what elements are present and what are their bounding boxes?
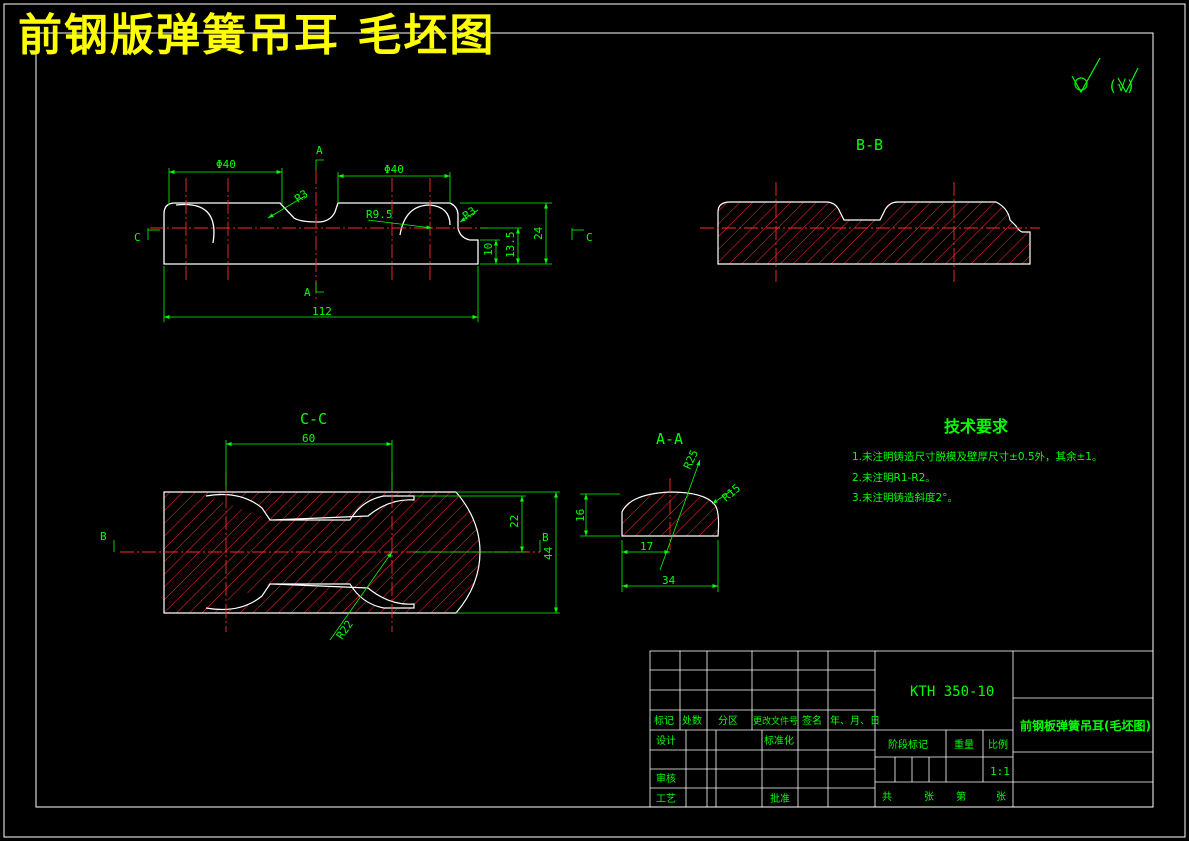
- dim-44: 44: [542, 546, 555, 560]
- cc-section-shape: [163, 491, 481, 614]
- dim-112: 112: [312, 305, 332, 318]
- tb-role-process: 工艺: [656, 793, 676, 805]
- dim-r9-5: R9.5: [366, 208, 393, 221]
- top-view: Φ40 Φ40 112 R3 R9.5 R3 24 13.5 10 A A C …: [134, 144, 593, 322]
- tb-stage-mark: 阶段标记: [888, 738, 928, 751]
- dim-13-5: 13.5: [504, 232, 517, 259]
- cut-label-b-left: B: [100, 530, 107, 543]
- cc-section-view: C-C 60 44 22 R22 B B: [100, 410, 560, 642]
- dim-phi40-left: Φ40: [216, 158, 236, 171]
- tech-requirements: 技术要求 1.未注明铸造尺寸脱模及壁厚尺寸±0.5外，其余±1。 2.未注明R1…: [852, 417, 1103, 504]
- inner-frame: [35, 32, 1154, 808]
- tb-material: KTH 350-10: [910, 684, 994, 700]
- outer-frame: [3, 3, 1186, 838]
- cc-slot-bottom: [205, 583, 415, 611]
- cc-slot-top: [205, 493, 415, 521]
- tb-header-sign: 签名: [802, 714, 822, 727]
- tb-role-approve: 批准: [770, 792, 790, 805]
- dim-60: 60: [302, 432, 315, 445]
- tb-role-standardize: 标准化: [764, 734, 794, 747]
- tech-req-item-3: 3.未注明铸造斜度2°。: [852, 491, 958, 504]
- dim-r25: R25: [681, 448, 701, 472]
- bb-title: B-B: [856, 136, 883, 154]
- tb-scale-value: 1:1: [990, 765, 1010, 778]
- aa-section-view: A-A 16 17 34 R25 R15: [574, 430, 743, 592]
- dim-10: 10: [482, 243, 495, 256]
- tb-header-count: 处数: [682, 714, 702, 727]
- tb-header-change-doc: 更改文件号: [753, 715, 798, 727]
- cut-label-c-left: C: [134, 231, 141, 244]
- dim-phi40-right: Φ40: [384, 163, 404, 176]
- dim-34: 34: [662, 574, 676, 587]
- tb-role-design: 设计: [656, 734, 676, 747]
- tech-req-item-1: 1.未注明铸造尺寸脱模及壁厚尺寸±0.5外，其余±1。: [852, 450, 1103, 463]
- dim-16: 16: [574, 509, 587, 522]
- cut-label-a-top: A: [316, 144, 323, 157]
- cut-label-a-bottom: A: [304, 286, 311, 299]
- tb-header-mark: 标记: [654, 715, 674, 727]
- tb-sheet-no: 第: [956, 790, 966, 803]
- bb-section-view: B-B: [700, 136, 1040, 282]
- tech-req-title: 技术要求: [944, 417, 1009, 436]
- top-left-hole-arc: [175, 203, 215, 244]
- tb-header-date: 年、月、日: [830, 714, 880, 727]
- dim-r15: R15: [720, 482, 744, 505]
- drawing-title: 前钢版弹簧吊耳 毛坯图: [18, 10, 496, 61]
- roughness-label: (√): [1108, 77, 1135, 95]
- tb-sheet-unit: 张: [996, 791, 1006, 803]
- bb-section-shape: [717, 201, 1031, 265]
- aa-title: A-A: [656, 430, 683, 448]
- cut-label-c-right: C: [586, 231, 593, 244]
- tb-header-zone: 分区: [718, 715, 738, 727]
- tb-weight: 重量: [954, 738, 974, 751]
- dim-22: 22: [508, 515, 521, 528]
- tb-sheets: 张: [924, 791, 934, 803]
- dim-17: 17: [640, 540, 653, 553]
- dim-24: 24: [532, 226, 545, 240]
- title-block: 标记 处数 分区 更改文件号 签名 年、月、日 设计 标准化 审核 工艺 批准 …: [649, 650, 1154, 808]
- dim-r3-right: R3: [460, 204, 478, 222]
- tb-total: 共: [882, 791, 892, 803]
- tech-req-item-2: 2.未注明R1-R2。: [852, 471, 936, 484]
- tb-part-name: 前钢板弹簧吊耳(毛坯图): [1020, 718, 1151, 733]
- cut-label-b-right: B: [542, 531, 549, 544]
- top-view-outline: [163, 202, 479, 265]
- top-right-hole-arc: [399, 204, 451, 236]
- dim-r3-left: R3: [292, 187, 310, 205]
- tb-role-review: 审核: [656, 772, 676, 785]
- roughness-symbol: [1071, 57, 1139, 94]
- dim-r22: R22: [334, 618, 356, 642]
- cc-title: C-C: [300, 410, 327, 428]
- tb-scale-label: 比例: [988, 738, 1008, 751]
